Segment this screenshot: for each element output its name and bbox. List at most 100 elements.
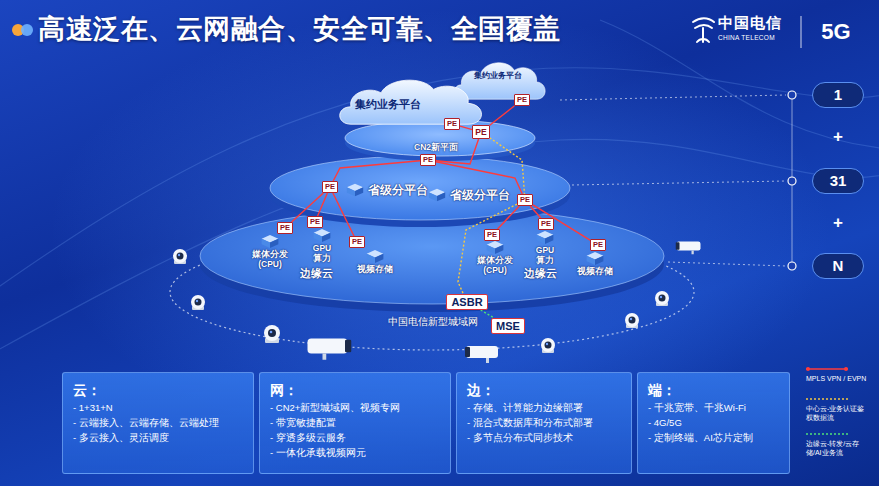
scale-line	[560, 91, 796, 270]
pe-label: PE	[310, 217, 320, 227]
logo-name-en: CHINA TELECOM	[718, 34, 775, 42]
panel-item: - 带宽敏捷配置	[270, 415, 440, 430]
cube-left	[537, 235, 545, 244]
cube-left	[428, 192, 436, 201]
cloud-label: 集约业务平台	[355, 98, 421, 111]
pe-router: PE	[307, 216, 323, 228]
cube-left	[367, 254, 375, 263]
light-swirls	[0, 20, 879, 360]
pe-router: PE	[514, 94, 530, 106]
pe-label: PE	[325, 182, 335, 192]
server-icon	[259, 235, 281, 248]
cube-right	[437, 192, 445, 201]
pe-router: PE	[484, 229, 500, 241]
plane-label: CN2新平面	[414, 142, 458, 152]
edge-resource: 视频存储	[576, 252, 614, 276]
logo-separator	[801, 16, 802, 48]
pe-router: PE	[590, 239, 606, 251]
panel-item: - 一体化承载视频网元	[270, 445, 440, 460]
tier-count: N	[812, 253, 864, 279]
feature-panel: 网：- CN2+新型城域网、视频专网- 带宽敏捷配置- 穿透多级云服务- 一体化…	[259, 372, 451, 474]
edge-resource: 媒体分发 (CPU)	[476, 241, 514, 275]
connector	[460, 126, 472, 129]
cube-right	[270, 239, 278, 248]
router-box: ASBR	[446, 294, 487, 310]
connector	[333, 161, 420, 181]
router-label: MSE	[496, 319, 520, 333]
connector	[318, 193, 328, 216]
cube-right	[322, 233, 330, 242]
resource-label: 媒体分发 (CPU)	[252, 249, 288, 269]
pe-label: PE	[475, 126, 486, 138]
resource-label: GPU 算力	[311, 243, 333, 263]
server-icon	[364, 250, 386, 263]
connector	[490, 138, 525, 194]
connector	[498, 206, 520, 229]
tier-number: 31	[830, 172, 847, 190]
connector	[481, 310, 495, 318]
feature-panel: 端：- 千兆宽带、千兆Wi-Fi- 4G/5G- 定制终端、AI芯片定制	[637, 372, 790, 474]
cube-right	[375, 254, 383, 263]
panel-item: - 千兆宽带、千兆Wi-Fi	[648, 400, 779, 415]
cloud-platform: 集约业务平台 PE	[336, 72, 486, 130]
feature-panel: 云：- 1+31+N- 云端接入、云端存储、云端处理- 多云接入、灵活调度	[62, 372, 254, 474]
cube-left	[587, 256, 595, 265]
router-label: ASBR	[451, 295, 482, 309]
plus-sign: +	[833, 127, 843, 147]
panel-heading: 网：	[270, 380, 440, 400]
server-icon	[345, 183, 365, 197]
logo-5g: 5G	[821, 19, 850, 45]
cube-left	[487, 245, 495, 254]
tier-number: 1	[834, 86, 842, 104]
edge-resource: GPU 算力	[310, 229, 334, 263]
pe-router: PE	[420, 154, 436, 166]
plus-sign: +	[833, 213, 843, 233]
cube-right	[495, 245, 503, 254]
panel-item: - 定制终端、AI芯片定制	[648, 430, 779, 445]
panel-heading: 边：	[467, 380, 621, 400]
network-label: 中国电信新型城域网	[388, 316, 478, 328]
platform-label: 省级分平台	[450, 187, 510, 203]
pe-label: PE	[352, 237, 362, 247]
layer-label: 边缘云	[524, 266, 557, 280]
pe-router: PE	[472, 125, 489, 139]
panel-item: - 1+31+N	[73, 400, 243, 415]
cube-left	[314, 233, 322, 242]
cloud-outline	[454, 63, 545, 99]
legend-text: 边缘云-转发/云存储/AI业务流	[806, 439, 868, 457]
pe-label: PE	[593, 240, 603, 250]
pe-label: PE	[517, 95, 527, 105]
legend-text: 中心云-业务认证鉴权数据流	[806, 404, 868, 422]
tier-number: N	[833, 257, 844, 275]
feature-panel: 边：- 存储、计算能力边缘部署- 混合式数据库和分布式部署- 多节点分布式同步技…	[456, 372, 632, 474]
cube-left	[262, 239, 270, 248]
connector	[530, 206, 541, 218]
panel-heading: 端：	[648, 380, 779, 400]
logo-mark	[693, 18, 714, 42]
server-icon	[311, 229, 333, 242]
platform-label: 省级分平台	[368, 182, 428, 198]
resource-label: 视频存储	[357, 264, 393, 274]
pe-router: PE	[444, 118, 460, 130]
cloud-outline	[340, 80, 482, 124]
server-icon	[584, 252, 606, 265]
legend-text: MPLS VPN / EVPN	[806, 374, 868, 383]
pe-label: PE	[447, 119, 457, 129]
resource-label: GPU 算力	[534, 245, 556, 265]
panel-item: - 穿透多级云服务	[270, 430, 440, 445]
cube-right	[545, 235, 553, 244]
pe-label: PE	[541, 219, 551, 229]
edge-resource: 媒体分发 (CPU)	[251, 235, 289, 269]
province-platform: 省级分平台	[343, 181, 430, 199]
resource-label: 视频存储	[577, 266, 613, 276]
server-icon	[484, 241, 506, 254]
pe-router: PE	[322, 181, 338, 193]
panel-item: - 存储、计算能力边缘部署	[467, 400, 621, 415]
pe-router: PE	[538, 218, 554, 230]
panel-item: - CN2+新型城域网、视频专网	[270, 400, 440, 415]
camera-icons	[173, 242, 701, 364]
resource-label: 媒体分发 (CPU)	[477, 255, 513, 275]
pe-label: PE	[487, 230, 497, 240]
cloud-label: 集约业务平台	[474, 71, 522, 81]
